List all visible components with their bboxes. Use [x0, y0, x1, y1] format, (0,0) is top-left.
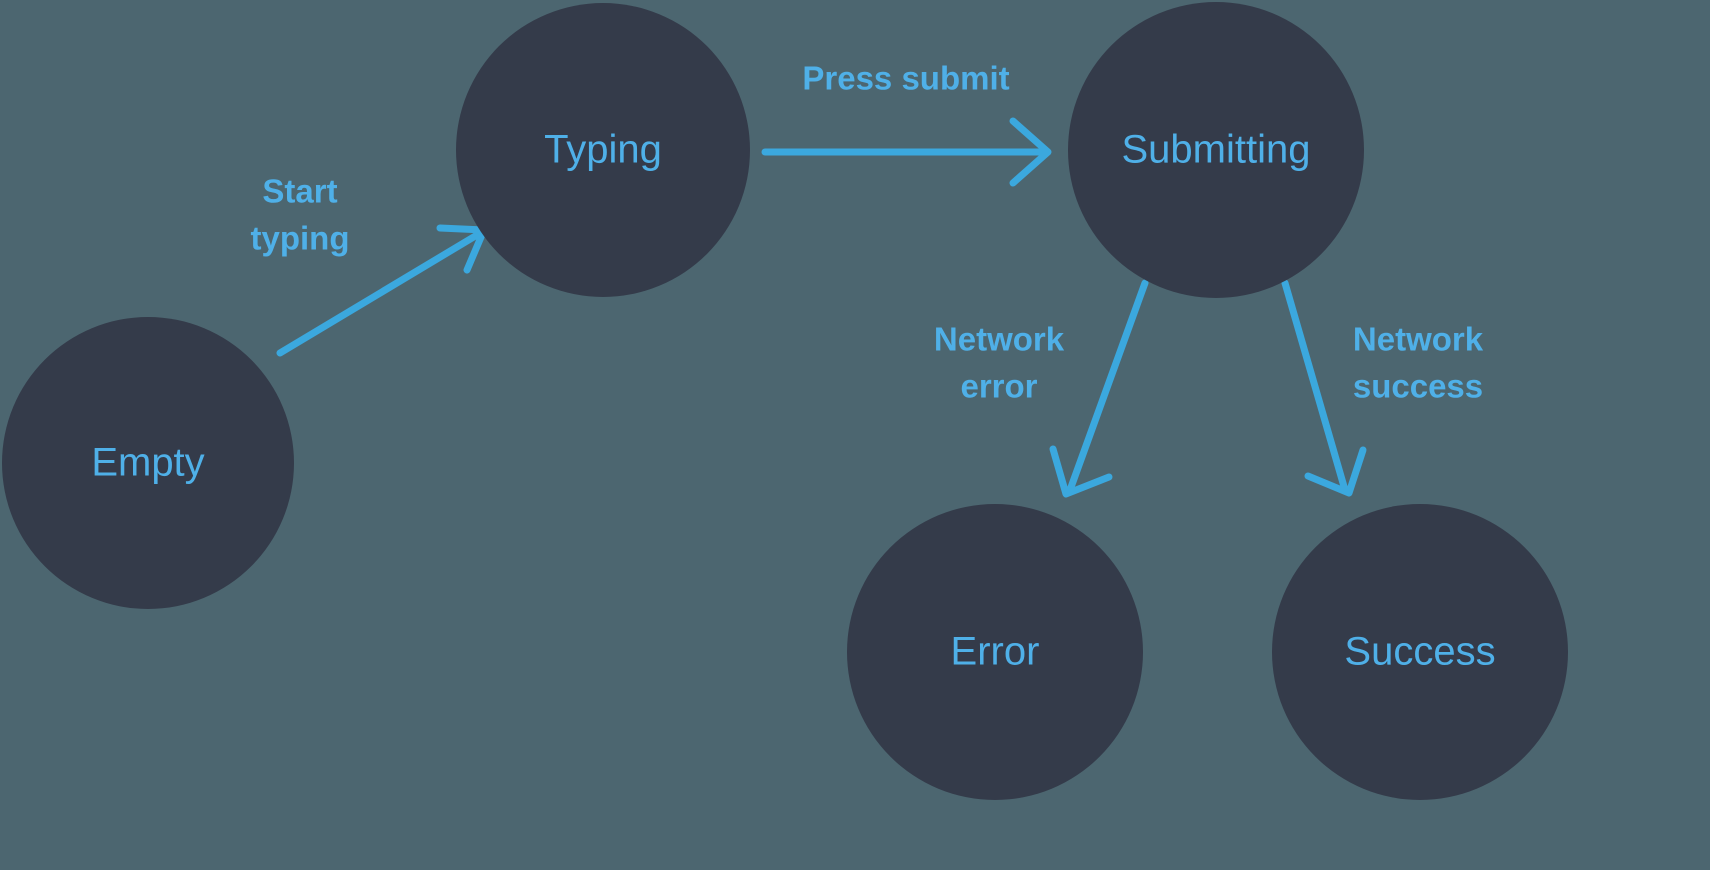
edge-network-error-arrowhead	[1049, 445, 1113, 498]
edge-label-network-success: Network success	[1353, 321, 1484, 405]
state-node-submitting-circle[interactable]	[1068, 2, 1364, 298]
edge-label-network-success-line1: Network	[1353, 321, 1484, 358]
state-node-error-circle[interactable]	[847, 504, 1143, 800]
state-node-empty[interactable]: Empty	[2, 317, 294, 609]
edge-network-error	[1049, 279, 1149, 498]
state-node-empty-circle[interactable]	[2, 317, 294, 609]
edge-label-start-typing: Start typing	[251, 173, 350, 257]
edge-network-success	[1281, 279, 1367, 497]
edge-label-network-success-line2: success	[1353, 368, 1483, 405]
state-node-success-circle[interactable]	[1272, 504, 1568, 800]
edge-press-submit	[761, 117, 1052, 187]
edge-label-start-typing-line1: Start	[262, 173, 337, 210]
edge-network-success-arrowhead	[1304, 446, 1367, 497]
state-node-typing-circle[interactable]	[456, 3, 750, 297]
state-node-empty-label: Empty	[91, 441, 204, 485]
state-node-typing-label: Typing	[544, 128, 662, 172]
edge-label-network-error-line2: error	[960, 368, 1037, 405]
state-node-error-label: Error	[951, 630, 1040, 674]
state-node-error[interactable]: Error	[847, 504, 1143, 800]
edge-label-start-typing-line2: typing	[251, 220, 350, 257]
edge-network-success-line	[1281, 279, 1349, 494]
edge-label-network-error-line1: Network	[934, 321, 1065, 358]
edge-label-press-submit: Press submit	[802, 60, 1009, 97]
state-node-success-label: Success	[1344, 630, 1495, 674]
edge-press-submit-arrowhead	[1009, 117, 1052, 187]
state-node-submitting[interactable]: Submitting	[1068, 2, 1364, 298]
state-node-typing[interactable]: Typing	[456, 3, 750, 297]
edge-label-press-submit-line1: Press submit	[802, 60, 1009, 97]
state-node-success[interactable]: Success	[1272, 504, 1568, 800]
edge-start-typing-line	[276, 228, 486, 357]
edge-network-error-line	[1066, 279, 1149, 494]
state-node-submitting-label: Submitting	[1122, 128, 1311, 172]
edge-label-network-error: Network error	[934, 321, 1065, 405]
